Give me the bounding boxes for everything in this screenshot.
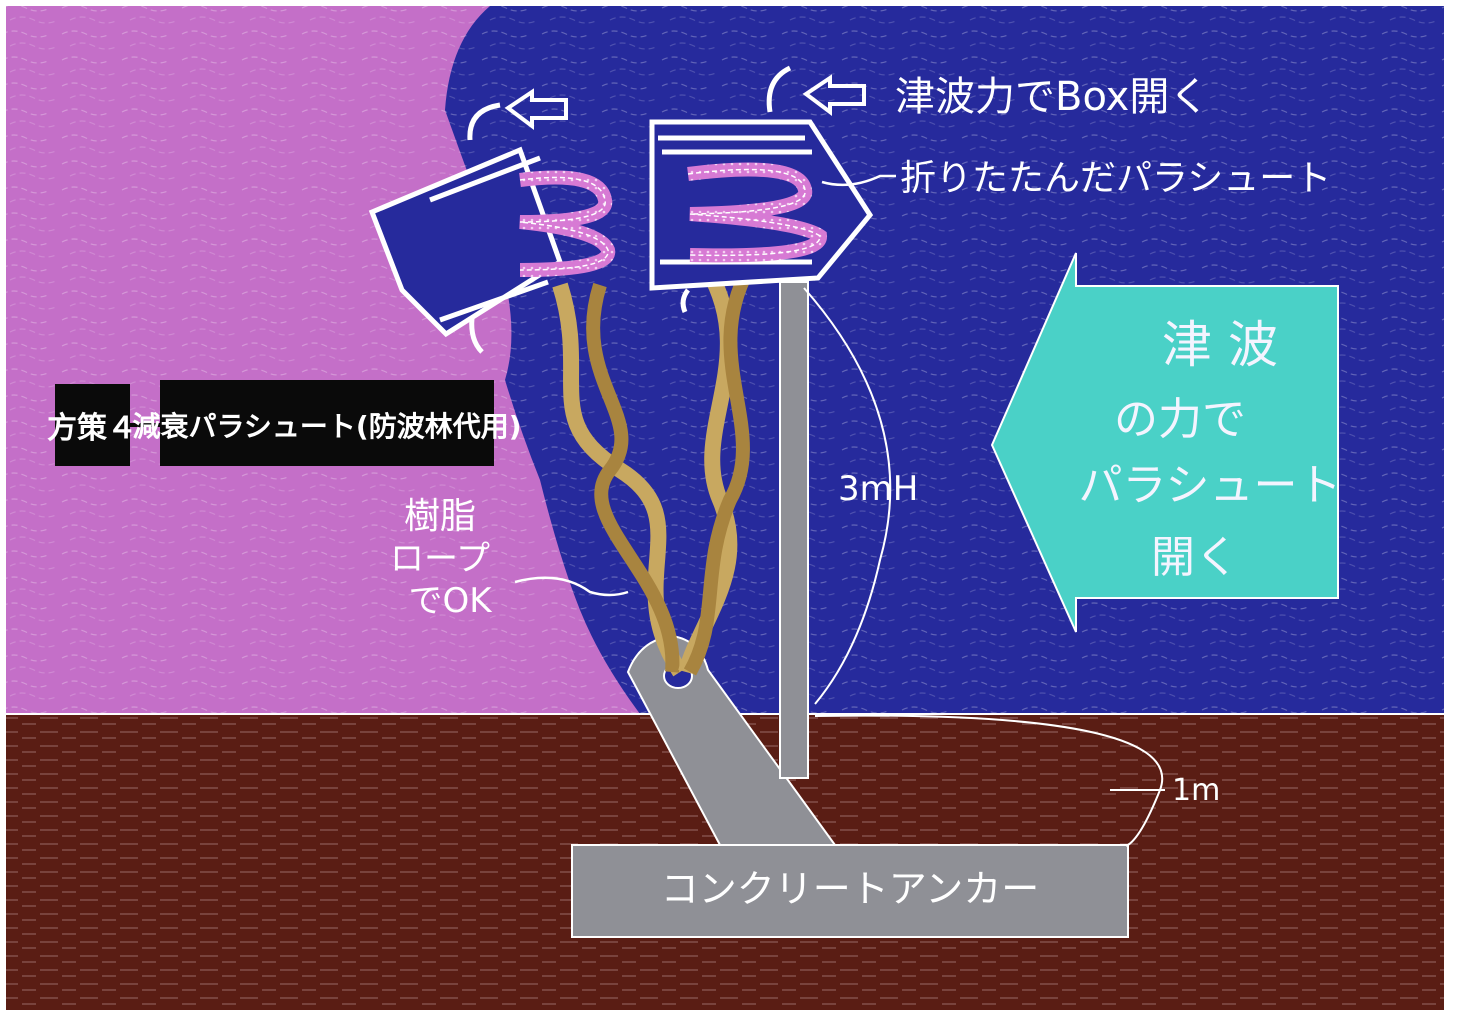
left-small-arrow [504, 88, 568, 130]
depth-label: 1m [1172, 773, 1220, 808]
anchor-label: コンクリートアンカー [661, 867, 1039, 911]
concrete-anchor-base [571, 844, 1129, 938]
folded-parachute-label: 折りたたんだパラシュート [900, 158, 1331, 199]
rope-label-line-1: 樹脂 [404, 496, 476, 537]
depth-dimension-arc [814, 714, 1164, 847]
opened-box-left [368, 102, 564, 354]
rope-label: 樹脂 ロープ でOK [390, 496, 493, 621]
rope-label-line-2: ロープ [390, 539, 490, 579]
arrow-text-line-4: 開く [1151, 532, 1239, 583]
arrow-text-line-3: パラシュート [1078, 460, 1341, 511]
arrow-text-line-1: 津 波 [1162, 316, 1278, 374]
height-dimension-arc [803, 287, 892, 705]
box-opens-label: 津波力でBox開く [895, 74, 1209, 120]
right-small-arrow [802, 74, 866, 116]
folded-parachute-right [687, 162, 827, 263]
rope-pointer-line [514, 576, 629, 597]
shore-texture [6, 6, 640, 714]
title-tag-bg [55, 384, 130, 466]
title-main-bg [160, 380, 494, 466]
rope-left [552, 282, 687, 677]
rope-label-line-3: でOK [408, 581, 493, 621]
support-pole [779, 281, 809, 779]
tsunami-arrow [990, 252, 1339, 633]
parachute-pointer-line [821, 174, 896, 187]
tsunami-arrow-text: 津 波 の力で パラシュート 開く [1078, 316, 1341, 583]
height-label: 3mH [838, 469, 918, 509]
rope-right [678, 266, 755, 676]
folded-parachute-left [519, 170, 616, 277]
title-badge: 方策４ 減衰パラシュート(防波林代用) [47, 380, 522, 466]
arrow-text-line-2: の力で [1114, 394, 1246, 445]
title-tag: 方策４ [47, 411, 137, 446]
title-main: 減衰パラシュート(防波林代用) [132, 410, 521, 443]
